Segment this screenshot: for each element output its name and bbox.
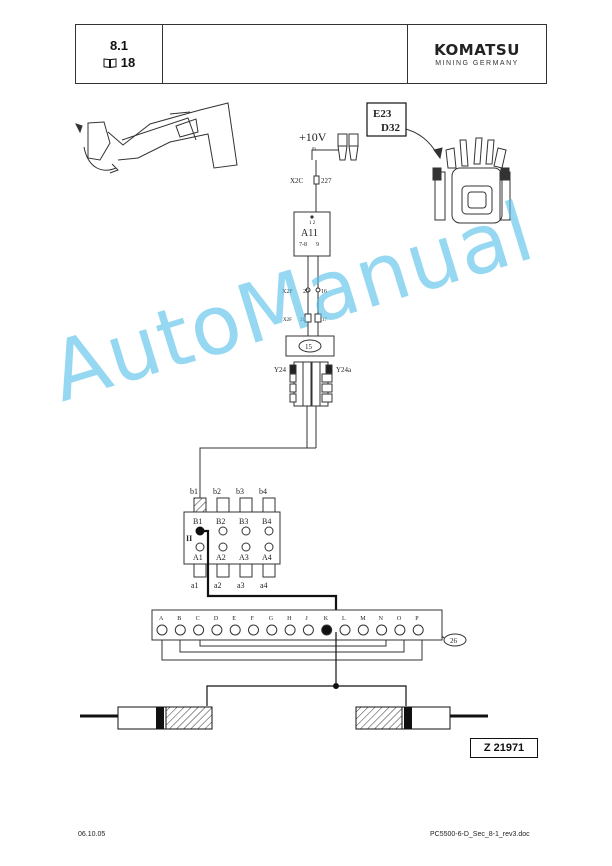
a-label-4: a4 (260, 581, 268, 590)
b-label-1: b1 (190, 487, 198, 496)
terminal-letter-d: D (214, 616, 219, 622)
terminal-pin-m (357, 624, 369, 636)
book-icon (103, 58, 117, 68)
terminal-letter-e: E (232, 616, 236, 622)
terminal-letter-n: N (379, 616, 384, 622)
a11-label: A11 (301, 228, 318, 239)
footer-date: 06.10.05 (78, 831, 106, 838)
terminal-letter-o: O (397, 616, 402, 622)
a11-pins-top: 1 2 (309, 221, 316, 226)
brand-subtitle: MINING GERMANY (435, 60, 519, 67)
terminal-pin-n (376, 624, 388, 636)
footer-doc: PC5500-6-D_Sec_8-1_rev3.doc (430, 831, 530, 838)
A-label-2: A2 (216, 553, 226, 562)
b-label-4: b4 (259, 487, 267, 496)
figure-id: Z 21971 (470, 738, 538, 758)
joystick-sketch (401, 127, 511, 224)
terminal-letter-b: B (177, 616, 181, 622)
x2f-2-label: X2F (283, 318, 292, 323)
pilot-line (200, 529, 338, 632)
x2f-1-label: X2F (282, 289, 293, 295)
B-label-2: B2 (216, 517, 225, 526)
terminal-pin-g (266, 624, 278, 636)
terminal-letter-f: F (251, 616, 255, 622)
b-label-3: b3 (236, 487, 244, 496)
brand-logo: KOMATSU (434, 41, 520, 59)
terminal-letter-l: L (342, 616, 346, 622)
terminal-letter-p: P (415, 616, 419, 622)
terminal-pin-o (394, 624, 406, 636)
right-cylinder (355, 706, 488, 730)
A-label-1: A1 (193, 553, 203, 562)
terminal-pin-h (284, 624, 296, 636)
x2c-pin: 227 (321, 177, 332, 185)
a11-pin-left: 7-8 (299, 242, 307, 248)
terminal-letter-g: G (269, 616, 274, 622)
section-number: 8.1 (109, 38, 129, 53)
callout-d32: D32 (381, 122, 400, 134)
valve-block-label: 15 (305, 343, 313, 351)
b-top-connectors (193, 497, 276, 513)
voltage-label: +10V (299, 130, 327, 144)
y24a-label: Y24a (336, 366, 352, 374)
a-label-3: a3 (237, 581, 245, 590)
section-cell: 8.1 18 (76, 25, 163, 83)
solenoid-valve (289, 361, 333, 407)
A-label-3: A3 (239, 553, 249, 562)
page-ref-number: 18 (120, 55, 136, 70)
terminal-letter-c: C (196, 616, 200, 622)
x2f-1-pin-b: 16 (321, 289, 327, 295)
terminal-pin-b (174, 624, 186, 636)
header-table: 8.1 18 KOMATSU MINING GERMANY (75, 24, 547, 84)
pilot-block (183, 511, 281, 565)
b-label-2: b2 (213, 487, 221, 496)
terminal-letter-m: M (360, 616, 366, 622)
terminal-pin-d (211, 624, 223, 636)
page-reference: 18 (103, 54, 135, 71)
terminal-letter-h: H (287, 616, 292, 622)
a-bottom-connectors (193, 563, 276, 578)
supply-plug (337, 133, 359, 161)
title-cell (163, 25, 408, 83)
callout-box (366, 102, 407, 137)
A-label-4: A4 (262, 553, 272, 562)
x2c-label: X2C (290, 177, 304, 185)
B-label-4: B4 (262, 517, 271, 526)
excavator-arm-sketch (75, 102, 238, 174)
terminal-strip-id: 26 (450, 637, 458, 645)
terminal-pin-c (193, 624, 205, 636)
B-label-3: B3 (239, 517, 248, 526)
terminal-letter-a: A (159, 616, 164, 622)
a-label-2: a2 (214, 581, 222, 590)
terminal-pin-p (412, 624, 424, 636)
callout-e23: E23 (373, 108, 392, 120)
terminal-pin-k (321, 624, 333, 636)
terminal-pin-e (229, 624, 241, 636)
B-label-1: B1 (193, 517, 202, 526)
a11-module (293, 211, 331, 257)
terminal-pin-l (339, 624, 351, 636)
brand-cell: KOMATSU MINING GERMANY (408, 25, 546, 83)
x2f-2-pin-a: 21 (300, 318, 306, 323)
x2f-2-pin-b: 17 (322, 318, 328, 323)
terminal-pin-a (156, 624, 168, 636)
a-label-1: a1 (191, 581, 199, 590)
y24-label: Y24 (274, 366, 287, 374)
a11-pin-right: 9 (316, 242, 319, 248)
terminal-letter-j: J (305, 616, 308, 622)
x2f-1-pin-a: 20 (303, 289, 309, 295)
block-ii-label: II (186, 534, 192, 543)
terminal-pin-f (248, 624, 259, 636)
terminal-letter-k: K (324, 616, 329, 622)
left-cylinder (80, 706, 213, 730)
terminal-pin-j (302, 624, 314, 636)
